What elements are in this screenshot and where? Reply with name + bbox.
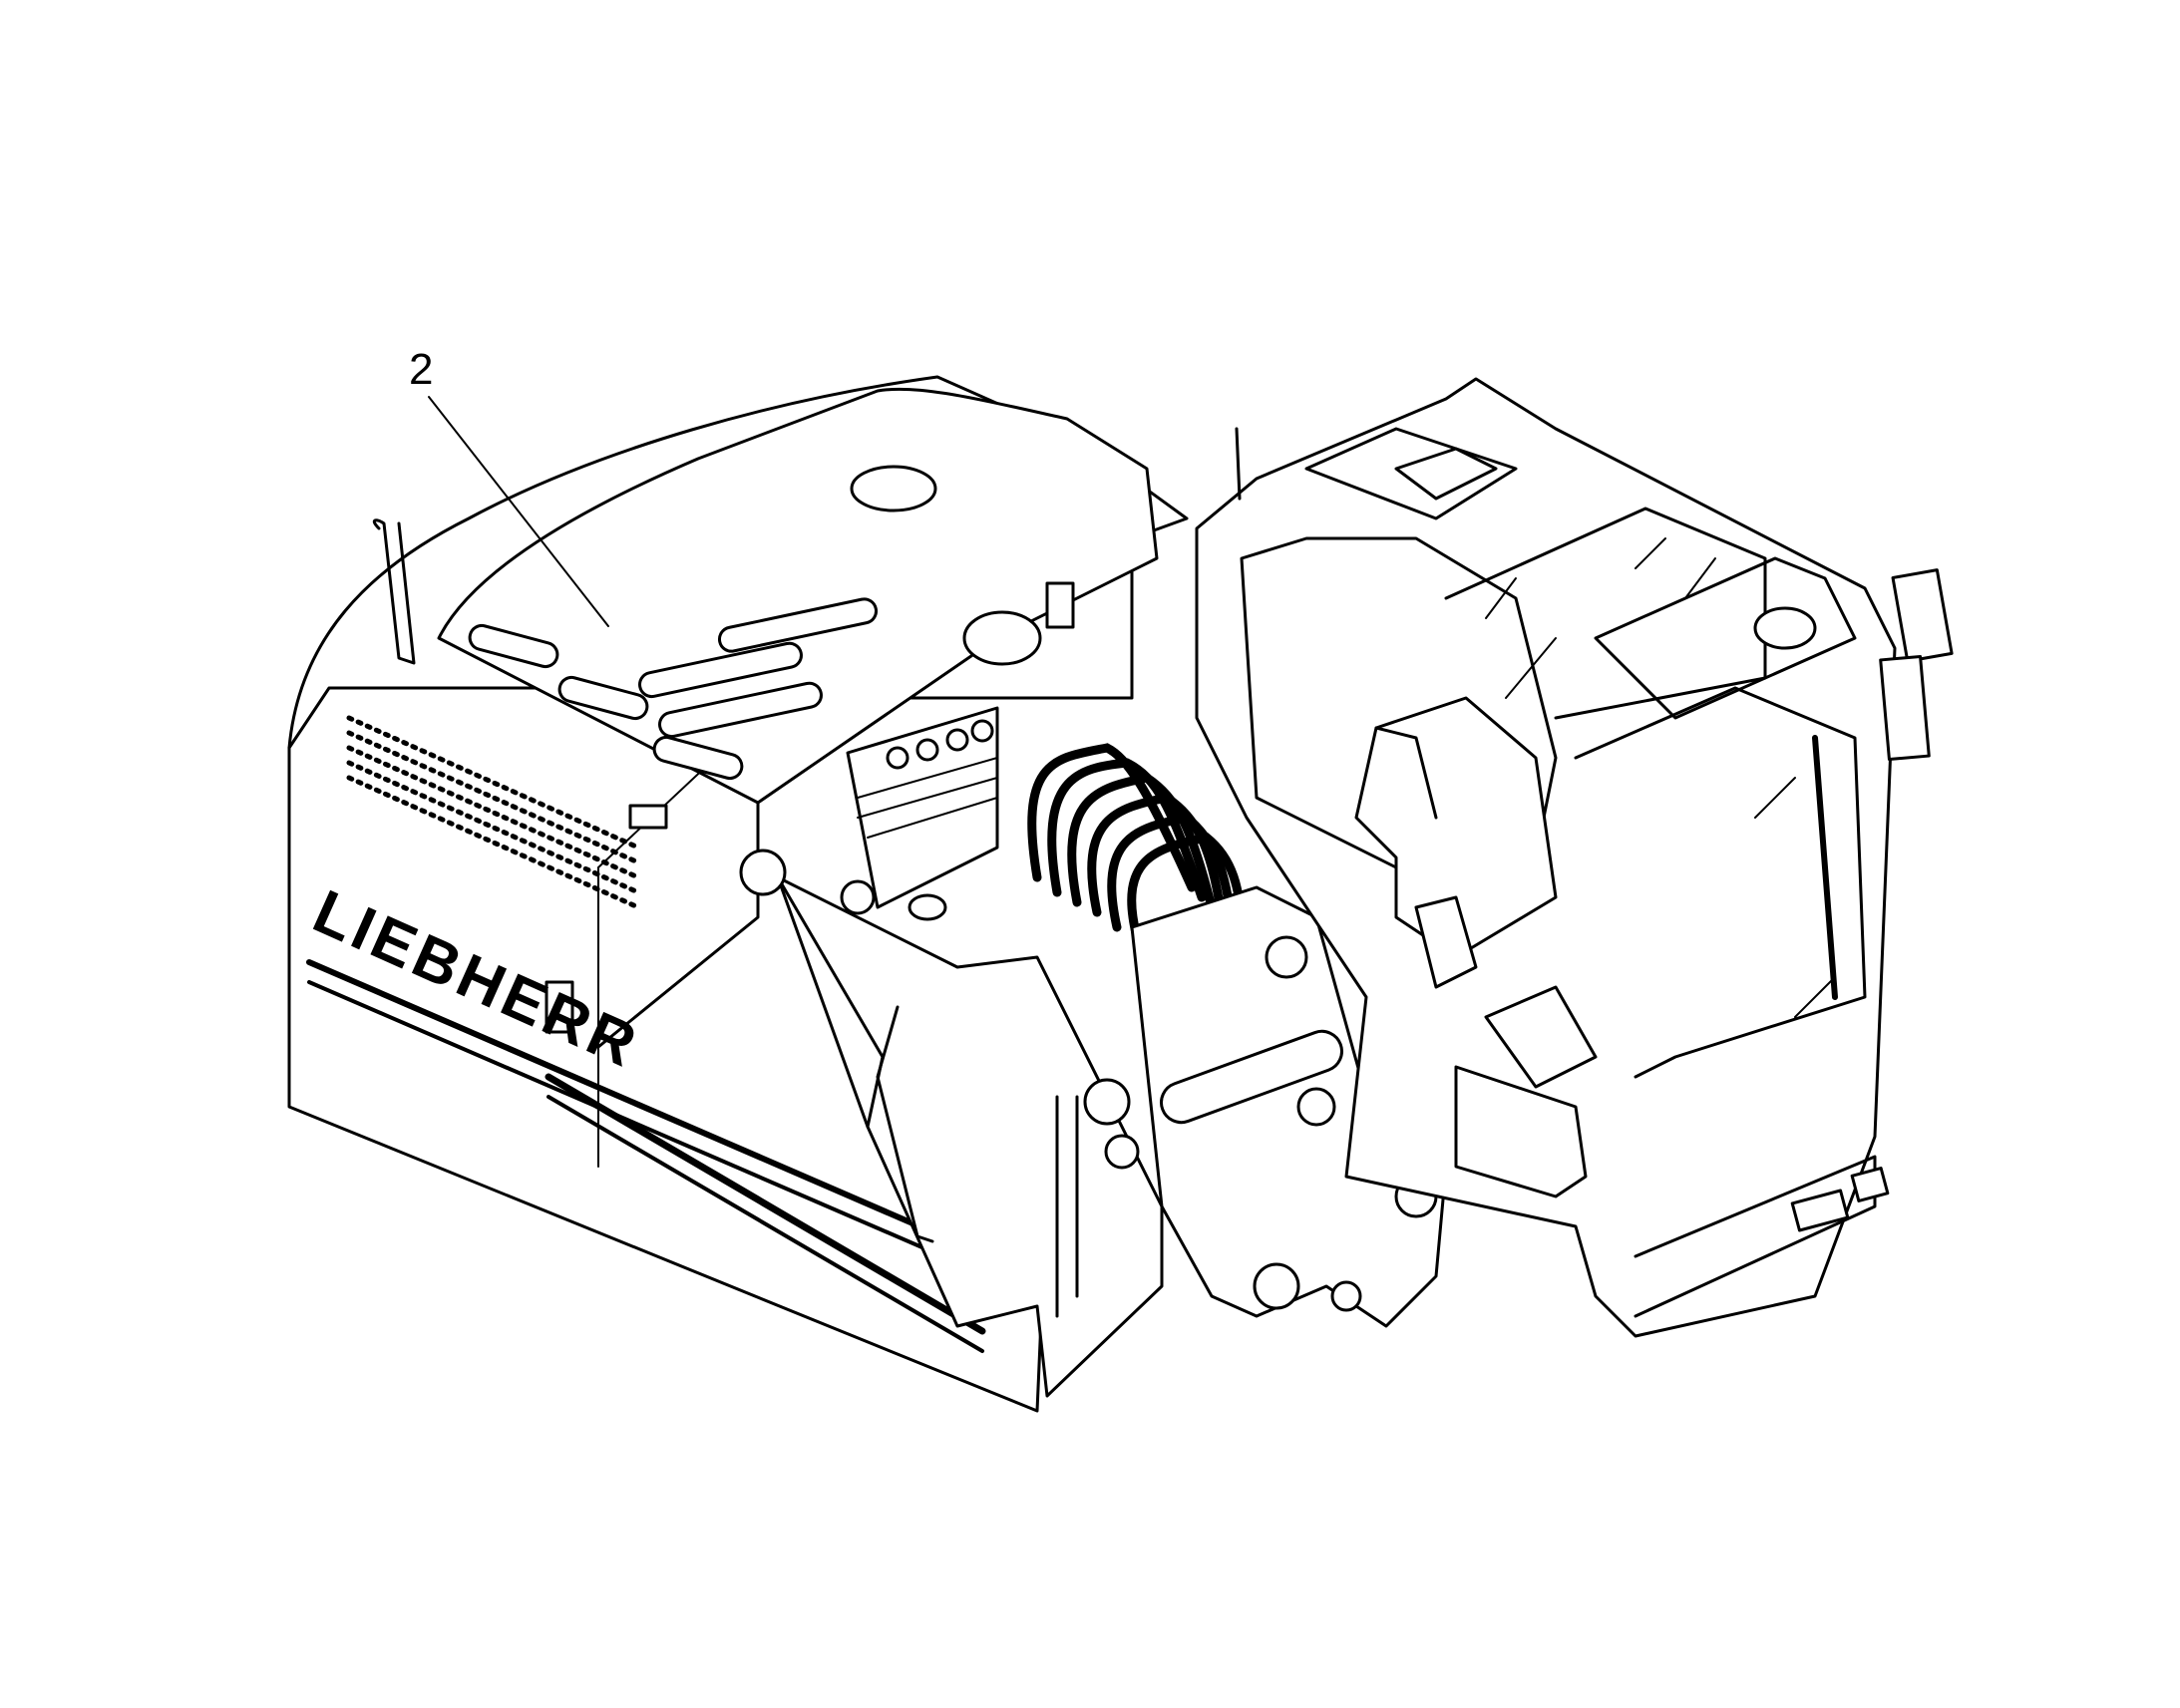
cover-fan-mark (962, 610, 1042, 666)
callout-2: 2 (409, 345, 609, 627)
exhaust-pipe (372, 518, 416, 665)
operator-cab (1195, 377, 1954, 1338)
leader-line (428, 396, 609, 627)
antenna (1235, 427, 1242, 501)
callout-label: 2 (409, 345, 433, 394)
cover-slots (468, 597, 879, 781)
wiper (1812, 735, 1838, 1000)
vent-grille (346, 715, 641, 910)
boom-foot (1083, 885, 1448, 1328)
cab-door (1454, 1065, 1588, 1198)
tank-box (739, 849, 1164, 1398)
door-latch (545, 980, 574, 1034)
engine-housing (287, 375, 1189, 1413)
badge-plate (628, 804, 668, 830)
cover-switch (1045, 581, 1075, 629)
control-valve-block (846, 706, 999, 909)
mirror (1891, 568, 1954, 663)
boom-pin (1160, 1029, 1343, 1125)
mirror-lower (1879, 654, 1931, 762)
cover-cap (850, 465, 937, 512)
engine-cover (437, 387, 1159, 805)
